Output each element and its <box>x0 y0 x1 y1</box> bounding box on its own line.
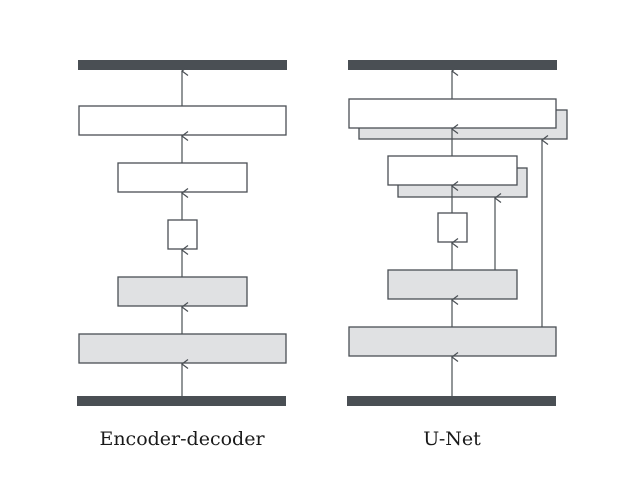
decoder-block-large <box>348 98 557 129</box>
unet-diagram <box>347 60 568 406</box>
bottleneck-block <box>167 219 198 250</box>
output-bar <box>78 60 287 70</box>
encoder-decoder-diagram <box>77 60 287 406</box>
input-bar <box>77 396 286 406</box>
encoder-block-large <box>348 326 557 357</box>
unet-caption: U-Net <box>423 428 481 450</box>
input-bar <box>347 396 556 406</box>
encoder-block-large <box>78 333 287 364</box>
decoder-block-large <box>78 105 287 136</box>
bottleneck-block <box>437 212 468 243</box>
encoder-block-medium <box>387 269 518 300</box>
encoder-decoder-caption: Encoder-decoder <box>99 428 265 450</box>
encoder-block-medium <box>117 276 248 307</box>
output-bar <box>348 60 557 70</box>
decoder-block-medium <box>117 162 248 193</box>
decoder-block-medium <box>387 155 518 186</box>
